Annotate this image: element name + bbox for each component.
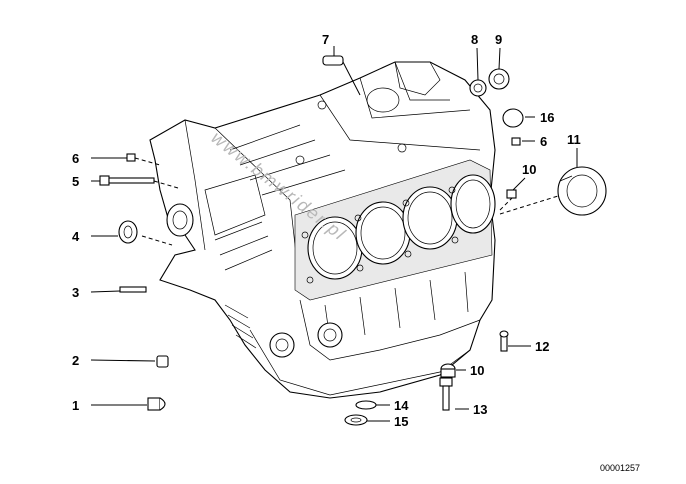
engine-block-illustration xyxy=(149,61,496,399)
part-12-screw xyxy=(499,330,509,352)
callout-8: 8 xyxy=(471,32,478,47)
callout-6-left: 6 xyxy=(72,151,79,166)
callout-16: 16 xyxy=(540,110,554,125)
part-3-stud xyxy=(119,286,147,293)
part-11-radial-seal xyxy=(557,166,607,216)
part-14-washer xyxy=(355,400,377,410)
part-15-seal-ring xyxy=(344,414,368,426)
part-4-seal xyxy=(118,220,138,244)
part-16-cap xyxy=(502,108,524,128)
part-8-bush xyxy=(469,79,487,97)
callout-14: 14 xyxy=(394,398,409,413)
callout-11: 11 xyxy=(567,132,581,147)
callout-6-right: 6 xyxy=(540,134,547,149)
part-5-long-bolt xyxy=(99,175,155,186)
diagram-reference-number: 00001257 xyxy=(600,463,640,473)
callout-4: 4 xyxy=(72,229,80,244)
part-1-bolt xyxy=(147,397,166,411)
part-7-pin xyxy=(322,55,344,66)
callout-5: 5 xyxy=(72,174,79,189)
callout-1: 1 xyxy=(72,398,79,413)
part-6-dowel-right xyxy=(511,137,521,146)
part-6-dowel-left xyxy=(126,153,136,162)
callout-10-upper: 10 xyxy=(522,162,536,177)
callout-7: 7 xyxy=(322,32,329,47)
callout-12: 12 xyxy=(535,339,549,354)
part-13-bolt xyxy=(439,377,453,411)
leader-lines xyxy=(90,46,578,422)
callout-9: 9 xyxy=(495,32,502,47)
callout-15: 15 xyxy=(394,414,408,429)
part-10-dowel-upper xyxy=(506,189,517,199)
callout-10-lower: 10 xyxy=(470,363,484,378)
callout-2: 2 xyxy=(72,353,79,368)
part-10-sleeve-lower xyxy=(440,363,456,378)
callout-3: 3 xyxy=(72,285,79,300)
callout-13: 13 xyxy=(473,402,487,417)
part-9-sleeve xyxy=(488,68,510,90)
part-2-plug xyxy=(156,355,169,368)
